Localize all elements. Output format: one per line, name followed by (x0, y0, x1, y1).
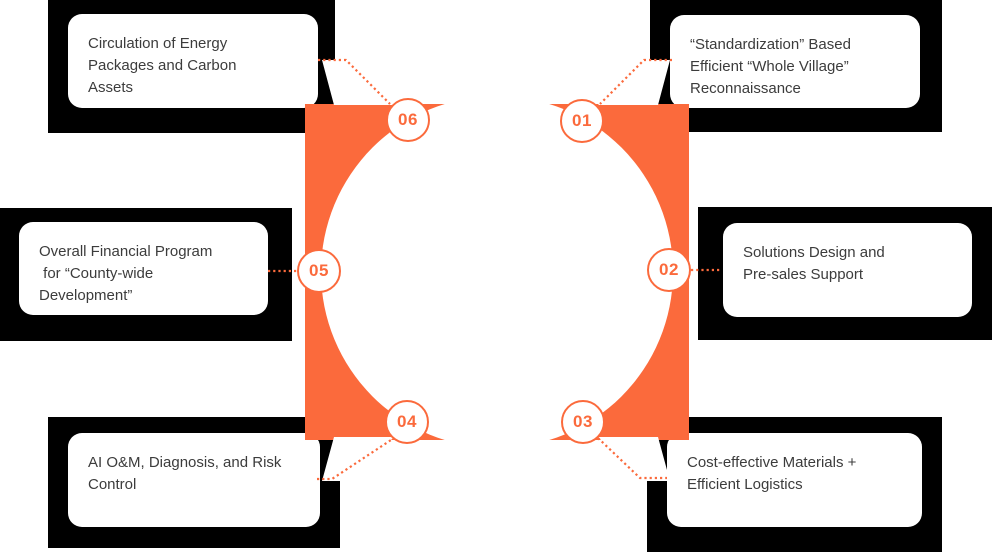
step-node-01: 01 (560, 99, 604, 143)
card-materials-logistics: Cost-effective Materials + Efficient Log… (667, 433, 922, 527)
connector-06 (318, 58, 391, 105)
center-circle (321, 96, 673, 448)
connector-01 (599, 58, 672, 105)
step-node-05: 05 (297, 249, 341, 293)
card-circulation-energy: Circulation of Energy Packages and Carbo… (68, 14, 318, 108)
step-node-06: 06 (386, 98, 430, 142)
pointer-tail-01 (598, 60, 670, 105)
card-standardization-reconnaissance: “Standardization” Based Efficient “Whole… (670, 15, 920, 108)
pointer-tail-06 (322, 60, 394, 105)
card-ai-om-risk: AI O&M, Diagnosis, and Risk Control (68, 433, 320, 527)
connector-03 (597, 437, 667, 480)
pointer-tail-03 (598, 437, 670, 481)
card-solutions-design: Solutions Design and Pre-sales Support (723, 223, 972, 317)
step-node-04: 04 (385, 400, 429, 444)
step-node-03: 03 (561, 400, 605, 444)
connector-04 (317, 437, 395, 481)
pointer-tail-04 (322, 437, 394, 481)
step-node-02: 02 (647, 248, 691, 292)
card-financial-program: Overall Financial Program for “County-wi… (19, 222, 268, 315)
